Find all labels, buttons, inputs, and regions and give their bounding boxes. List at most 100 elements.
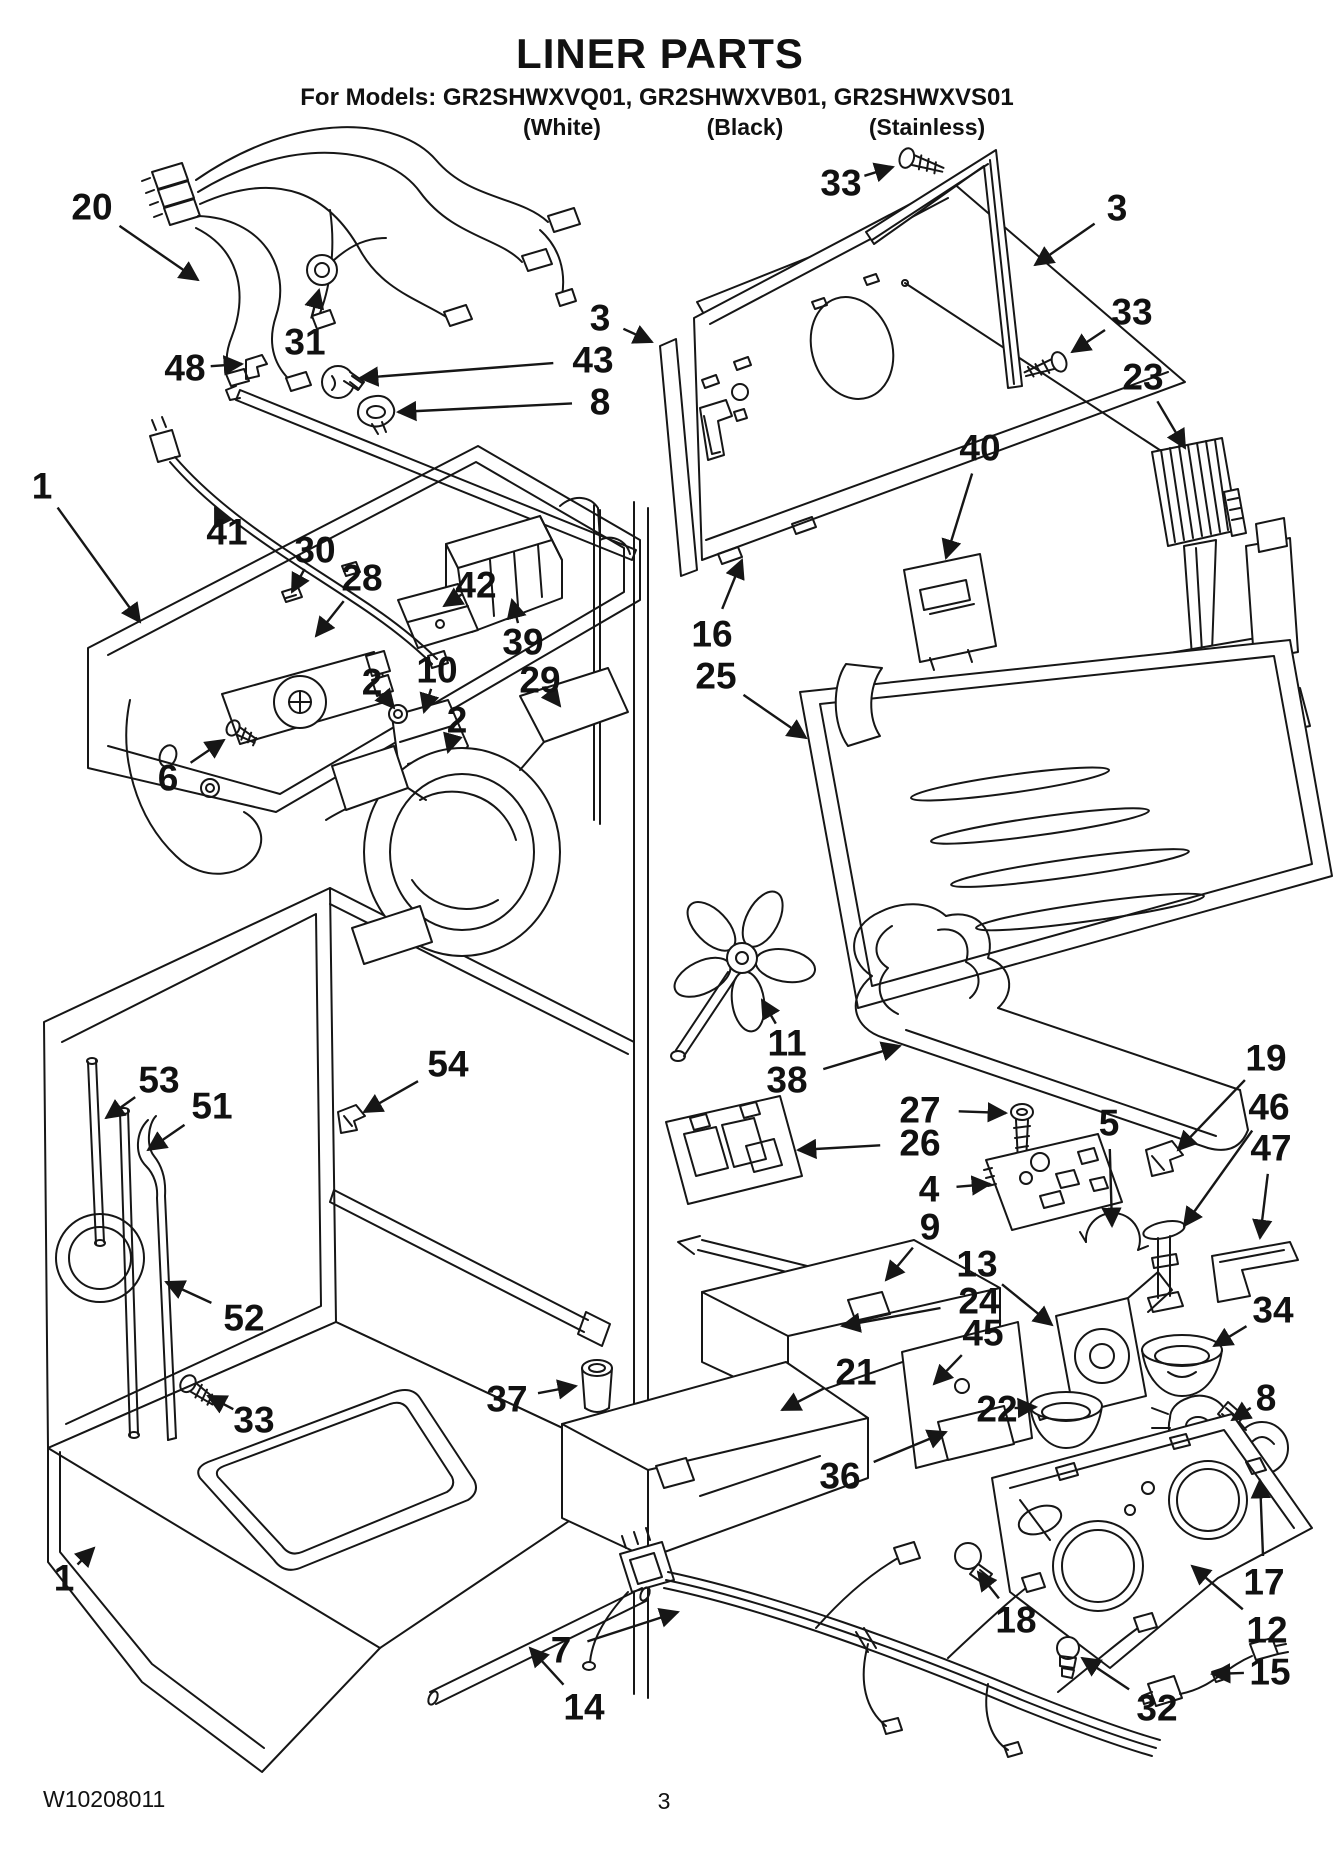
- clip-54-art: [337, 1104, 366, 1134]
- leader-8-4: [395, 400, 573, 422]
- leader-51-26: [146, 1123, 186, 1152]
- screw-33-right-art: [1023, 351, 1068, 378]
- leader-7-53: [587, 1607, 680, 1643]
- page-title: LINER PARTS: [516, 30, 804, 77]
- callout-54: 54: [427, 1043, 469, 1085]
- clip-48-art: [245, 354, 268, 380]
- callout-19: 19: [1245, 1037, 1287, 1079]
- callout-11: 11: [767, 1022, 807, 1064]
- leader-42-17: [442, 587, 465, 608]
- callout-25: 25: [695, 655, 737, 697]
- screw-33-left-art: [179, 1374, 217, 1406]
- leader-19-43: [1176, 1079, 1246, 1152]
- callout-47: 47: [1250, 1127, 1292, 1169]
- leader-23-9: [1156, 400, 1187, 450]
- callout-32: 32: [1136, 1687, 1178, 1729]
- callout-24: 24: [958, 1280, 1000, 1322]
- callout-33: 33: [820, 162, 862, 204]
- callout-38: 38: [766, 1059, 808, 1101]
- leader-13-36: [1001, 1283, 1054, 1327]
- valve-46-art: [1142, 1220, 1186, 1313]
- leader-45-38: [932, 1354, 963, 1386]
- leader-9-35: [884, 1246, 914, 1282]
- callout-13: 13: [956, 1243, 998, 1285]
- drain-tray-25-art: [799, 517, 1333, 1009]
- callout-37: 37: [486, 1378, 528, 1420]
- leader-6-23: [189, 738, 226, 764]
- callout-45: 45: [962, 1312, 1004, 1354]
- leader-29-19: [540, 685, 562, 708]
- callout-7: 7: [550, 1629, 572, 1671]
- frame-3-art: [865, 149, 1023, 389]
- leader-17-48: [1250, 1477, 1271, 1557]
- leader-2-21: [374, 687, 396, 710]
- fan-blade-11-art: [670, 890, 817, 1062]
- callout-26: 26: [899, 1122, 941, 1164]
- leader-39-18: [506, 598, 527, 624]
- callout-17: 17: [1243, 1561, 1285, 1603]
- leader-46-44: [1182, 1129, 1254, 1228]
- screw-27-art: [1010, 1103, 1034, 1170]
- models-line: For Models: GR2SHWXVQ01, GR2SHWXVB01, GR…: [300, 84, 1014, 111]
- shield-38-art: [853, 903, 1249, 1151]
- callout-52: 52: [223, 1297, 265, 1339]
- callout-29: 29: [519, 659, 561, 701]
- leader-33-6: [864, 162, 895, 183]
- leader-37-29: [537, 1379, 579, 1400]
- leader-20-0: [118, 224, 200, 282]
- callout-36: 36: [819, 1455, 861, 1497]
- callout-2: 2: [361, 661, 383, 703]
- callout-23: 23: [1122, 356, 1164, 398]
- callout-9: 9: [919, 1206, 941, 1248]
- page-number: 3: [657, 1788, 671, 1814]
- leader-48-2: [210, 355, 245, 376]
- callout-31: 31: [284, 321, 326, 363]
- board-4-art: [983, 1133, 1123, 1231]
- leader-40-10: [941, 473, 974, 560]
- leader-5-42: [1101, 1148, 1122, 1229]
- control-26-art: [665, 1095, 803, 1205]
- motor-13-art: [1033, 1271, 1173, 1421]
- callout-8: 8: [1255, 1377, 1277, 1419]
- callout-51: 51: [191, 1085, 233, 1127]
- clip-19-art: [1145, 1140, 1184, 1177]
- fan-shroud-29-art: [331, 667, 629, 965]
- leader-15-50: [1209, 1663, 1244, 1684]
- leader-33-8: [1070, 329, 1106, 354]
- bulb-32-art: [1056, 1636, 1080, 1679]
- leader-34-46: [1212, 1325, 1248, 1348]
- callout-53: 53: [138, 1059, 180, 1101]
- callout-12: 12: [1246, 1609, 1288, 1651]
- leader-18-52: [976, 1570, 1000, 1600]
- callout-40: 40: [959, 427, 1001, 469]
- cup-34-art: [1141, 1334, 1223, 1397]
- callout-48: 48: [164, 347, 206, 389]
- callout-33: 33: [233, 1399, 275, 1441]
- callout-30: 30: [294, 529, 336, 571]
- callout-46: 46: [1248, 1086, 1290, 1128]
- leader-22-40: [1014, 1397, 1039, 1419]
- callout-4: 4: [918, 1168, 940, 1210]
- leader-8-47: [1230, 1401, 1253, 1422]
- cup-22-art: [1029, 1391, 1103, 1449]
- wire-harness-20-art: [141, 126, 581, 392]
- leader-12-49: [1190, 1564, 1244, 1611]
- finish-stainless: (Stainless): [868, 114, 986, 140]
- leader-52-27: [164, 1280, 212, 1304]
- leader-1-55: [73, 1546, 96, 1569]
- leader-32-51: [1080, 1656, 1130, 1691]
- callout-16: 16: [691, 613, 733, 655]
- housing-12-art: [991, 1413, 1313, 1669]
- callout-28: 28: [341, 557, 383, 599]
- callout-14: 14: [563, 1686, 605, 1728]
- leader-47-45: [1252, 1173, 1273, 1241]
- wire-41-art: [149, 416, 449, 669]
- leader-27-32: [958, 1102, 1009, 1123]
- leader-25-12: [742, 693, 808, 740]
- leader-14-54: [528, 1646, 565, 1686]
- leader-4-34: [956, 1175, 993, 1196]
- document-number: W10208011: [43, 1786, 166, 1812]
- lower-liner-art: [43, 887, 649, 1773]
